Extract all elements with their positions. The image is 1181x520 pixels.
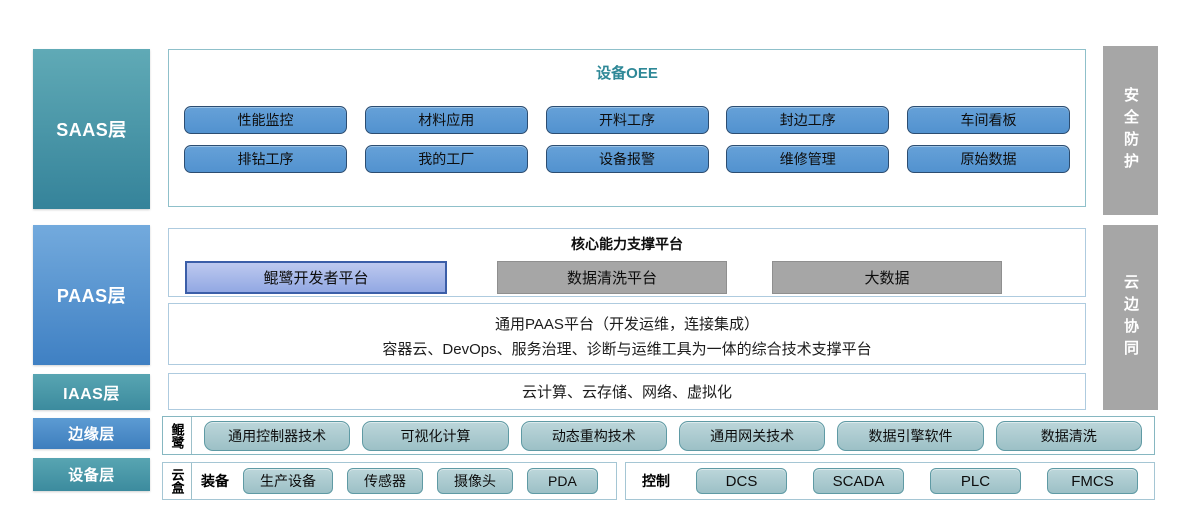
paas-general-line2: 容器云、DevOps、服务治理、诊断与运维工具为一体的综合技术支撑平台	[382, 341, 872, 358]
device-control-panel: 控制 DCS SCADA PLC FMCS	[625, 462, 1155, 500]
app-chip: 性能监控	[184, 106, 347, 134]
saas-panel: 设备OEE 性能监控 材料应用 开料工序 封边工序 车间看板 排钻工序 我的工厂…	[168, 49, 1086, 207]
yunhe-vertical-label: 云盒	[163, 463, 192, 499]
control-chip: DCS	[696, 468, 787, 494]
equipment-chip: 生产设备	[243, 468, 333, 494]
platform-chip-developer: 鲲鹭开发者平台	[185, 261, 447, 294]
paas-general-line1: 通用PAAS平台（开发运维，连接集成）	[495, 316, 759, 333]
layer-label-edge: 边缘层	[33, 418, 150, 449]
equipment-item-row: 装备 生产设备 传感器 摄像头 PDA	[192, 463, 616, 499]
paas-core-panel: 核心能力支撑平台 鲲鹭开发者平台 数据清洗平台 大数据	[168, 228, 1086, 297]
layer-label-paas: PAAS层	[33, 225, 150, 365]
layer-label-saas: SAAS层	[33, 49, 150, 209]
edge-chip: 动态重构技术	[520, 420, 667, 451]
edge-chip: 数据清洗	[995, 420, 1142, 451]
control-chip: SCADA	[813, 468, 904, 494]
control-chip: PLC	[930, 468, 1021, 494]
app-chip: 材料应用	[364, 106, 528, 134]
platform-chip-big-data: 大数据	[772, 261, 1002, 294]
saas-app-row-1: 性能监控 材料应用 开料工序 封边工序 车间看板	[169, 106, 1085, 134]
equipment-chip: 传感器	[347, 468, 423, 494]
saas-app-row-2: 排钻工序 我的工厂 设备报警 维修管理 原始数据	[169, 145, 1085, 173]
layer-label-iaas: IAAS层	[33, 374, 150, 410]
iaas-text: 云计算、云存储、网络、虚拟化	[521, 384, 732, 401]
edge-chip: 数据引擎软件	[837, 420, 984, 451]
app-chip: 我的工厂	[364, 145, 528, 173]
app-chip: 原始数据	[907, 145, 1070, 173]
equipment-group-label: 装备	[201, 473, 229, 489]
paas-platform-row: 鲲鹭开发者平台 数据清洗平台 大数据	[169, 261, 1085, 294]
app-chip: 开料工序	[545, 106, 709, 134]
app-chip: 设备报警	[545, 145, 709, 173]
app-chip: 排钻工序	[184, 145, 347, 173]
edge-item-row: 通用控制器技术 可视化计算 动态重构技术 通用网关技术 数据引擎软件 数据清洗	[192, 417, 1154, 454]
saas-panel-title: 设备OEE	[596, 65, 658, 82]
paas-general-panel: 通用PAAS平台（开发运维，连接集成） 容器云、DevOps、服务治理、诊断与运…	[168, 303, 1086, 365]
paas-core-title: 核心能力支撑平台	[571, 236, 683, 252]
edge-chip: 可视化计算	[362, 420, 509, 451]
device-equipment-panel: 云盒 装备 生产设备 传感器 摄像头 PDA	[162, 462, 617, 500]
platform-chip-data-cleaning: 数据清洗平台	[497, 261, 727, 294]
iaas-panel: 云计算、云存储、网络、虚拟化	[168, 373, 1086, 410]
security-protection-column: 安全防护	[1103, 46, 1158, 215]
control-group-label: 控制	[642, 473, 670, 489]
edge-panel: 鲲鹭 通用控制器技术 可视化计算 动态重构技术 通用网关技术 数据引擎软件 数据…	[162, 416, 1155, 455]
control-chip: FMCS	[1047, 468, 1138, 494]
app-chip: 维修管理	[726, 145, 890, 173]
equipment-chip: 摄像头	[437, 468, 513, 494]
app-chip: 车间看板	[907, 106, 1070, 134]
app-chip: 封边工序	[726, 106, 890, 134]
equipment-chip: PDA	[527, 468, 598, 494]
edge-chip: 通用控制器技术	[204, 420, 351, 451]
cloud-edge-collaboration-column: 云边协同	[1103, 225, 1158, 410]
kunlu-vertical-label: 鲲鹭	[163, 417, 192, 454]
edge-chip: 通用网关技术	[678, 420, 826, 451]
layer-label-device: 设备层	[33, 458, 150, 491]
